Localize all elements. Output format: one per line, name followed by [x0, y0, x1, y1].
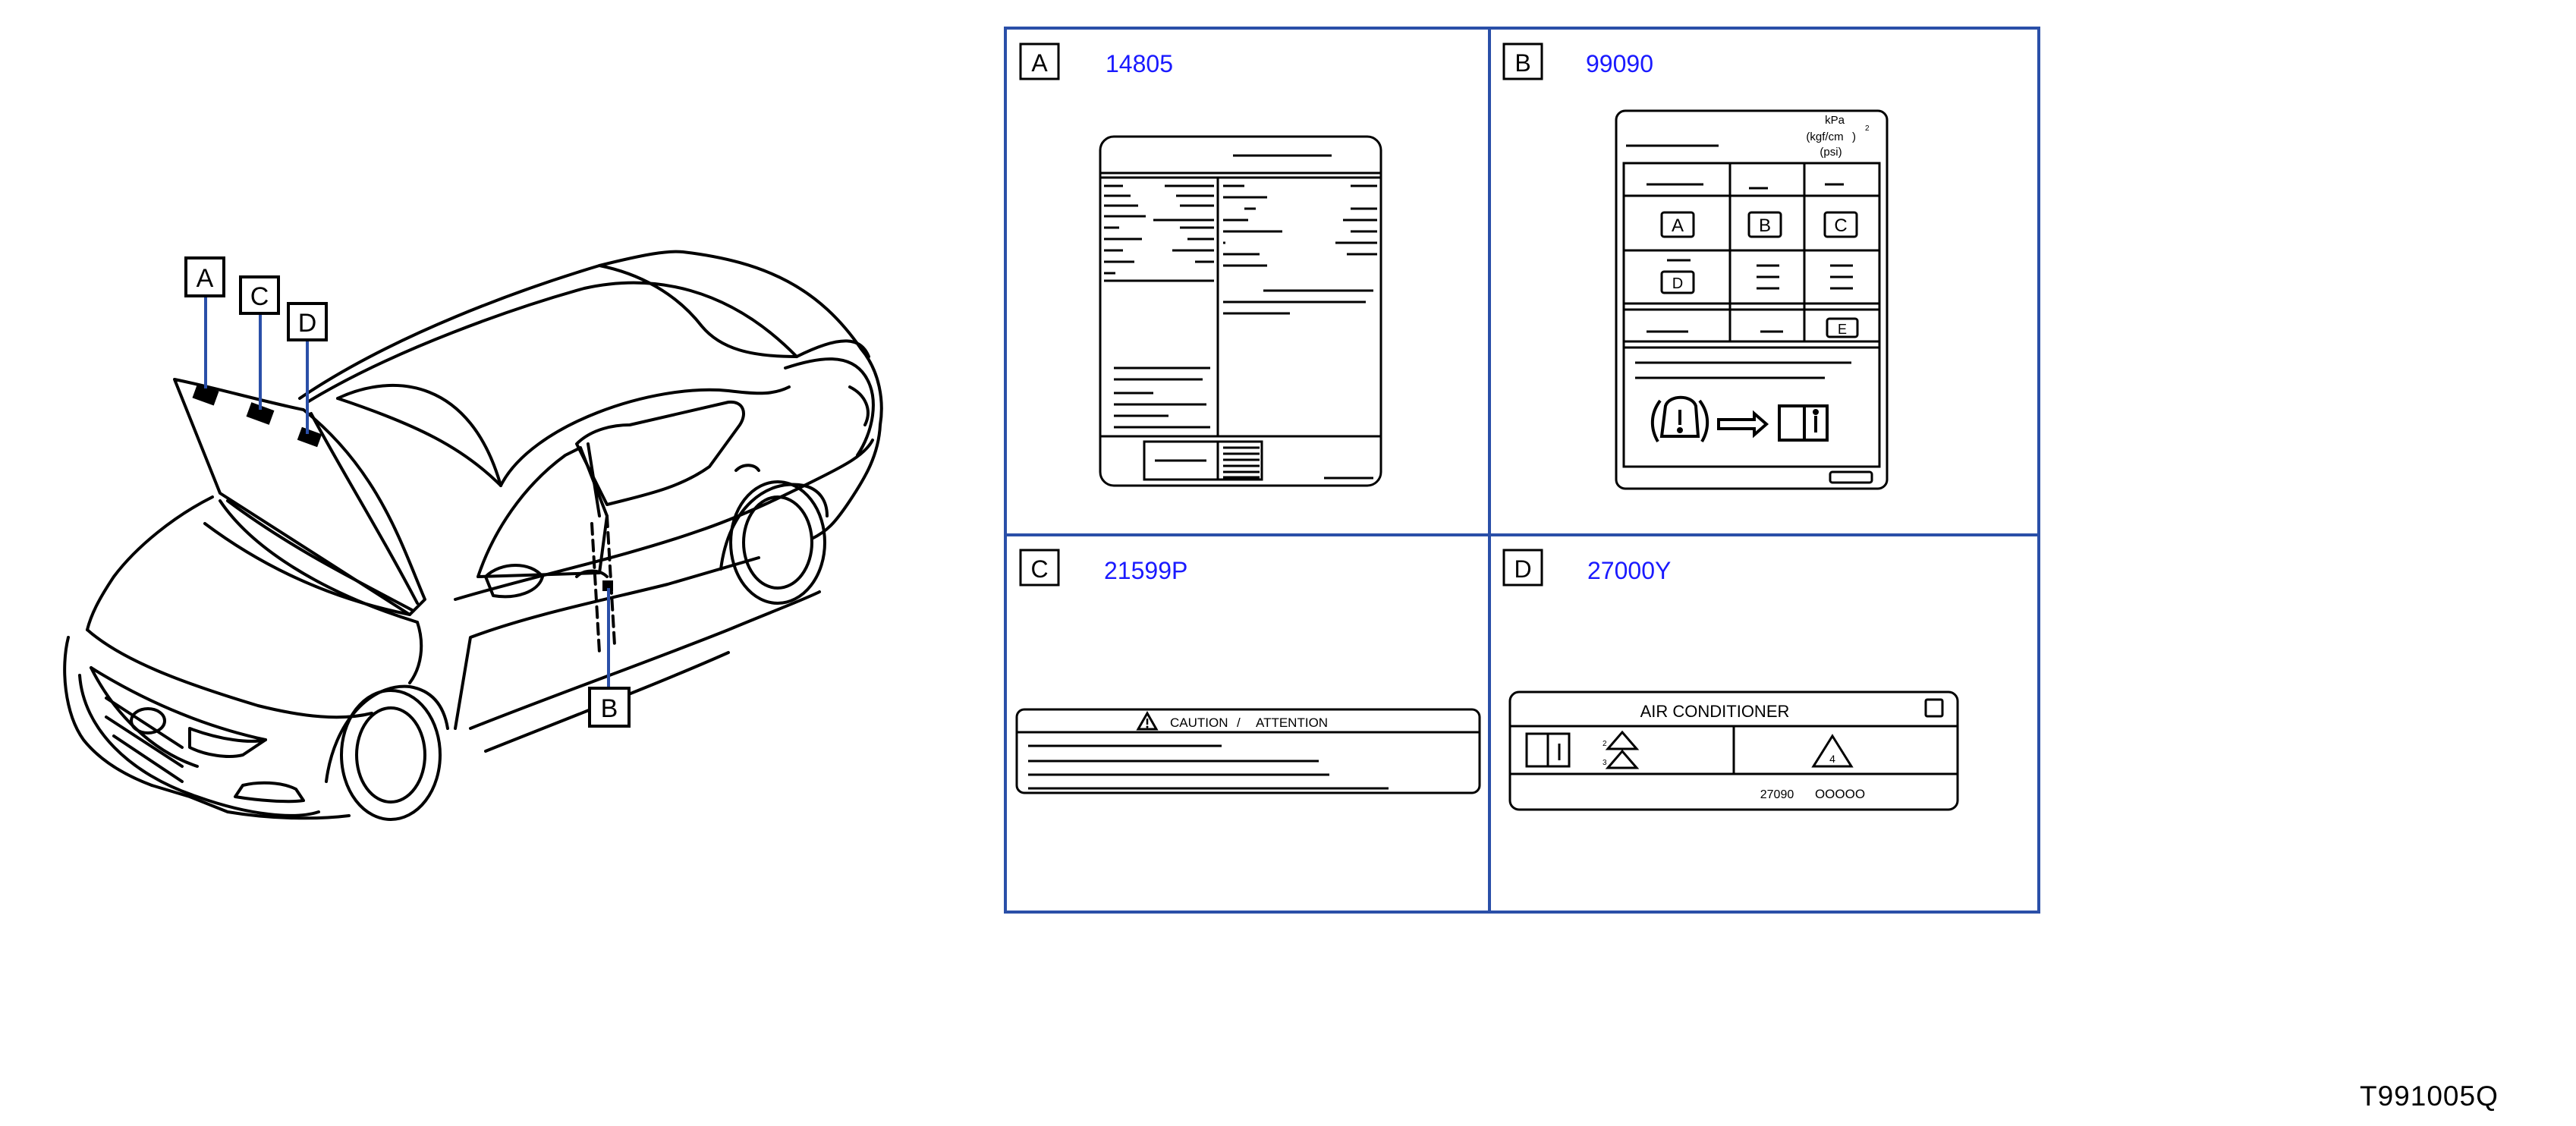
- svg-text:E: E: [1838, 322, 1847, 337]
- panel-d-header: D 27000Y: [1502, 549, 1671, 587]
- panel-a-header: A 14805: [1019, 42, 1173, 80]
- panel-b-header: B 99090: [1502, 42, 1653, 80]
- svg-text:B: B: [1514, 49, 1530, 77]
- callout-c: C: [239, 275, 280, 315]
- panel-c-header: C 21599P: [1019, 549, 1187, 587]
- warning-triangle-icon: [1136, 710, 1159, 731]
- attention-text: ATTENTION: [1256, 716, 1328, 730]
- callout-a: A: [184, 256, 225, 297]
- label-a-location: [192, 383, 219, 406]
- figure-code: T991005Q: [2360, 1080, 2499, 1112]
- svg-text:D: D: [1514, 555, 1531, 583]
- car-illustration: [63, 250, 883, 821]
- label-b-drawing: A B C D E kPa (kgf/cm ) 2 (psi): [1615, 109, 1889, 490]
- label-c-drawing: CAUTION / ATTENTION: [1015, 708, 1481, 794]
- part-number-c: 21599P: [1104, 557, 1187, 584]
- tire-pressure-warning-icon: [1650, 395, 1709, 443]
- svg-text:B: B: [1759, 215, 1771, 236]
- label-c-location: [246, 402, 275, 425]
- svg-text:2: 2: [1603, 740, 1607, 748]
- part-number-b: 99090: [1586, 50, 1653, 77]
- svg-text:4: 4: [1829, 753, 1835, 765]
- separator-text: /: [1237, 716, 1241, 730]
- svg-text:B: B: [601, 694, 618, 723]
- svg-text:C: C: [1030, 555, 1048, 583]
- svg-text:): ): [1852, 131, 1856, 143]
- label-a-drawing: [1099, 135, 1382, 487]
- svg-text:3: 3: [1603, 759, 1607, 767]
- svg-text:(kgf/cm: (kgf/cm: [1806, 131, 1843, 143]
- svg-text:kPa: kPa: [1825, 114, 1845, 127]
- svg-text:A: A: [197, 264, 214, 293]
- label-d-drawing: AIR CONDITIONER 2 3 4 27090 OOOOO: [1508, 690, 1959, 811]
- label-d-location: [297, 426, 322, 448]
- air-conditioner-title: AIR CONDITIONER: [1640, 702, 1790, 721]
- owners-manual-icon: [1778, 404, 1829, 442]
- part-number-a: 14805: [1106, 50, 1173, 77]
- svg-text:D: D: [1672, 275, 1683, 292]
- svg-text:D: D: [298, 309, 317, 338]
- ac-code: 27090: [1760, 788, 1794, 801]
- part-number-d: 27000Y: [1587, 557, 1671, 584]
- svg-text:A: A: [1031, 49, 1048, 77]
- svg-text:(psi): (psi): [1820, 146, 1842, 159]
- callout-d: D: [287, 302, 328, 341]
- caution-text: CAUTION: [1170, 716, 1228, 730]
- label-b-location: [602, 580, 613, 591]
- svg-text:A: A: [1672, 215, 1684, 236]
- svg-text:C: C: [250, 282, 269, 311]
- arrow-icon: [1717, 410, 1769, 439]
- callout-b: B: [588, 687, 631, 728]
- callout-lines: [204, 296, 610, 687]
- ac-ooooo: OOOOO: [1815, 787, 1865, 801]
- svg-text:2: 2: [1865, 124, 1870, 133]
- label-panel-grid: [1004, 27, 2040, 914]
- svg-text:C: C: [1834, 215, 1847, 236]
